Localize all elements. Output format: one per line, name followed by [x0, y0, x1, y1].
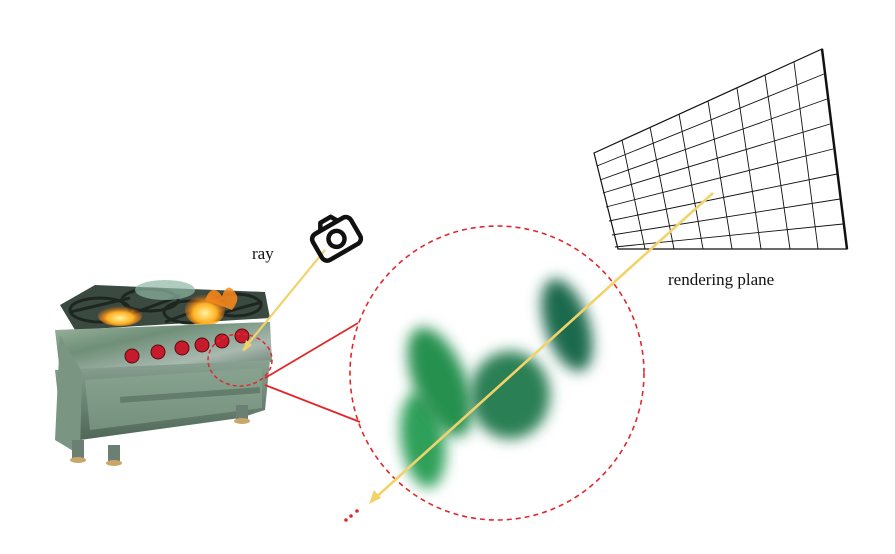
gaussian-blob — [470, 351, 550, 439]
stove-illustration — [55, 280, 272, 466]
zoomed-view-circle — [349, 225, 645, 521]
camera-icon — [309, 214, 364, 263]
ellipsis-icon — [344, 509, 359, 522]
stove-zoom-region — [207, 333, 273, 387]
ray-label: ray — [252, 244, 274, 263]
camera-ray — [242, 249, 326, 351]
rendering-plane-label: rendering plane — [668, 270, 775, 289]
gaussian-blob — [407, 327, 473, 437]
main-ray — [372, 192, 714, 501]
rendering-plane-grid — [593, 48, 849, 250]
main-ray-arrowhead — [369, 490, 381, 504]
gaussian-blobs — [400, 278, 593, 488]
camera-ray-arrowhead — [243, 340, 252, 352]
zoom-connector-lines — [264, 322, 361, 423]
